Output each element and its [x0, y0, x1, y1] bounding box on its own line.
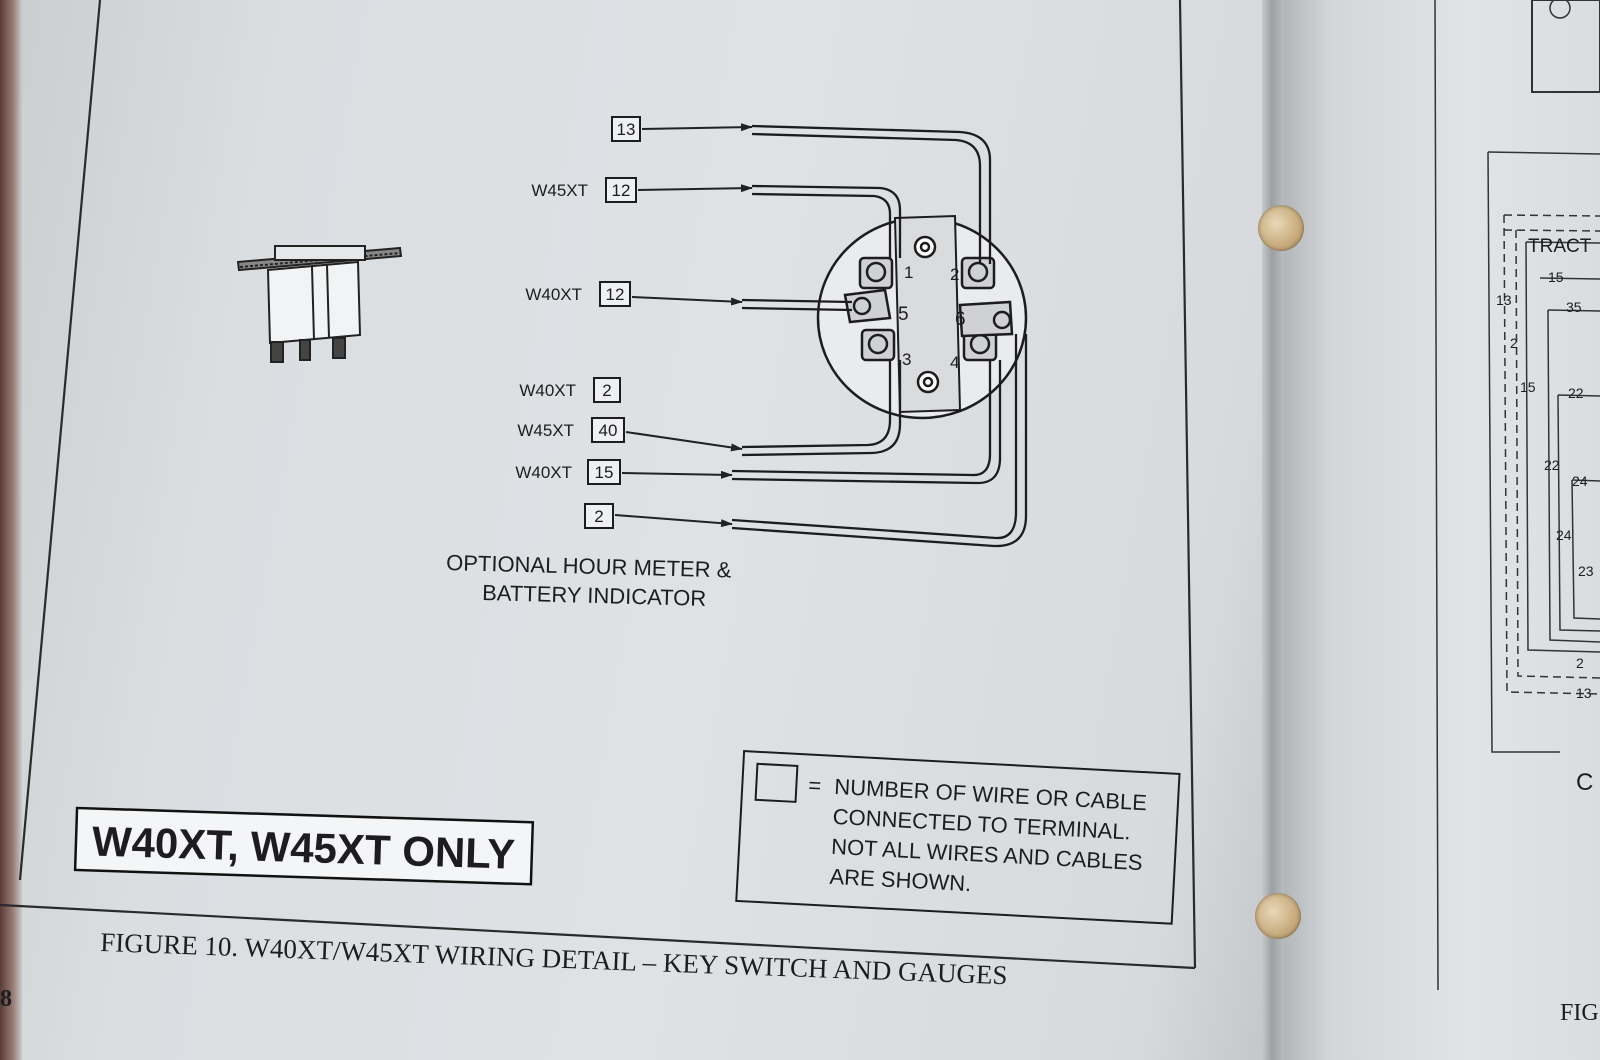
right-wire-23: 23	[1578, 563, 1594, 579]
page-number: 8	[0, 986, 12, 1012]
svg-text:13: 13	[617, 120, 636, 139]
left-manual-page	[0, 0, 1280, 1060]
right-fragment-fig: FIG	[1560, 1000, 1599, 1026]
svg-text:12: 12	[606, 285, 625, 304]
meter-caption-line1: OPTIONAL HOUR METER &	[446, 550, 732, 582]
table-edge	[0, 0, 22, 1060]
wire-tag-12-w40xt: 12 W40XT	[525, 281, 743, 307]
key-switch	[816, 214, 1028, 420]
legend-equals: =	[808, 773, 822, 799]
svg-text:W40XT: W40XT	[525, 285, 582, 304]
right-wire-13b: 13	[1576, 685, 1592, 701]
wire-tag-40-w45xt: 40 W45XT	[517, 417, 743, 452]
right-wire-22b: 22	[1544, 457, 1560, 473]
right-wire-24a: 24	[1572, 473, 1588, 489]
right-wire-13: 13	[1496, 292, 1512, 308]
svg-text:W40XT: W40XT	[519, 381, 576, 400]
svg-text:W45XT: W45XT	[517, 421, 574, 440]
svg-text:40: 40	[599, 421, 618, 440]
svg-text:2: 2	[602, 381, 611, 400]
model-badge: W40XT, W45XT ONLY	[73, 806, 535, 886]
right-fragment-c: C	[1576, 769, 1593, 796]
right-wire-35: 35	[1566, 299, 1582, 315]
terminal-5: 5	[898, 304, 909, 325]
terminal-6: 6	[955, 309, 966, 330]
legend-box: = NUMBER OF WIRE OR CABLE CONNECTED TO T…	[735, 750, 1181, 925]
right-wire-2a: 2	[1510, 335, 1518, 351]
legend-line-4: ARE SHOWN.	[829, 864, 972, 896]
wire-tag-15-w40xt: 15 W40XT	[515, 459, 733, 485]
right-wire-22a: 22	[1568, 385, 1584, 401]
binder-hole-bottom	[1255, 893, 1301, 939]
binding-gutter	[1262, 0, 1284, 1060]
right-tract-label: TRACT	[1528, 236, 1592, 257]
right-wire-15b: 15	[1520, 379, 1536, 395]
terminal-1: 1	[904, 263, 913, 282]
right-wire-24b: 24	[1556, 527, 1572, 543]
svg-text:W45XT: W45XT	[531, 181, 588, 200]
svg-text:W40XT: W40XT	[515, 463, 572, 482]
wire-bundle	[731, 124, 1028, 548]
meter-caption-line2: BATTERY INDICATOR	[482, 580, 707, 611]
terminal-2: 2	[950, 265, 959, 284]
terminal-numbers: 1 2 3 4 5 6	[898, 263, 966, 372]
right-wire-15a: 15	[1548, 269, 1564, 285]
right-page-diagram	[1434, 0, 1600, 991]
wire-tag-2: 2	[584, 503, 733, 529]
terminal-4: 4	[950, 353, 959, 372]
svg-text:12: 12	[612, 181, 631, 200]
wire-tag-12-w45xt: 12 W45XT	[531, 177, 753, 203]
svg-text:2: 2	[594, 507, 603, 526]
wire-tag-13: 13	[611, 116, 753, 142]
terminal-3: 3	[902, 350, 911, 369]
wire-tag-2-w40xt: 2 W40XT	[519, 377, 621, 403]
relay-component	[236, 245, 403, 363]
right-wire-2b: 2	[1576, 655, 1584, 671]
figure-caption: FIGURE 10. W40XT/W45XT WIRING DETAIL – K…	[100, 927, 1008, 990]
svg-text:15: 15	[595, 463, 614, 482]
page-border	[0, 0, 1197, 970]
binder-hole-top	[1258, 205, 1304, 251]
